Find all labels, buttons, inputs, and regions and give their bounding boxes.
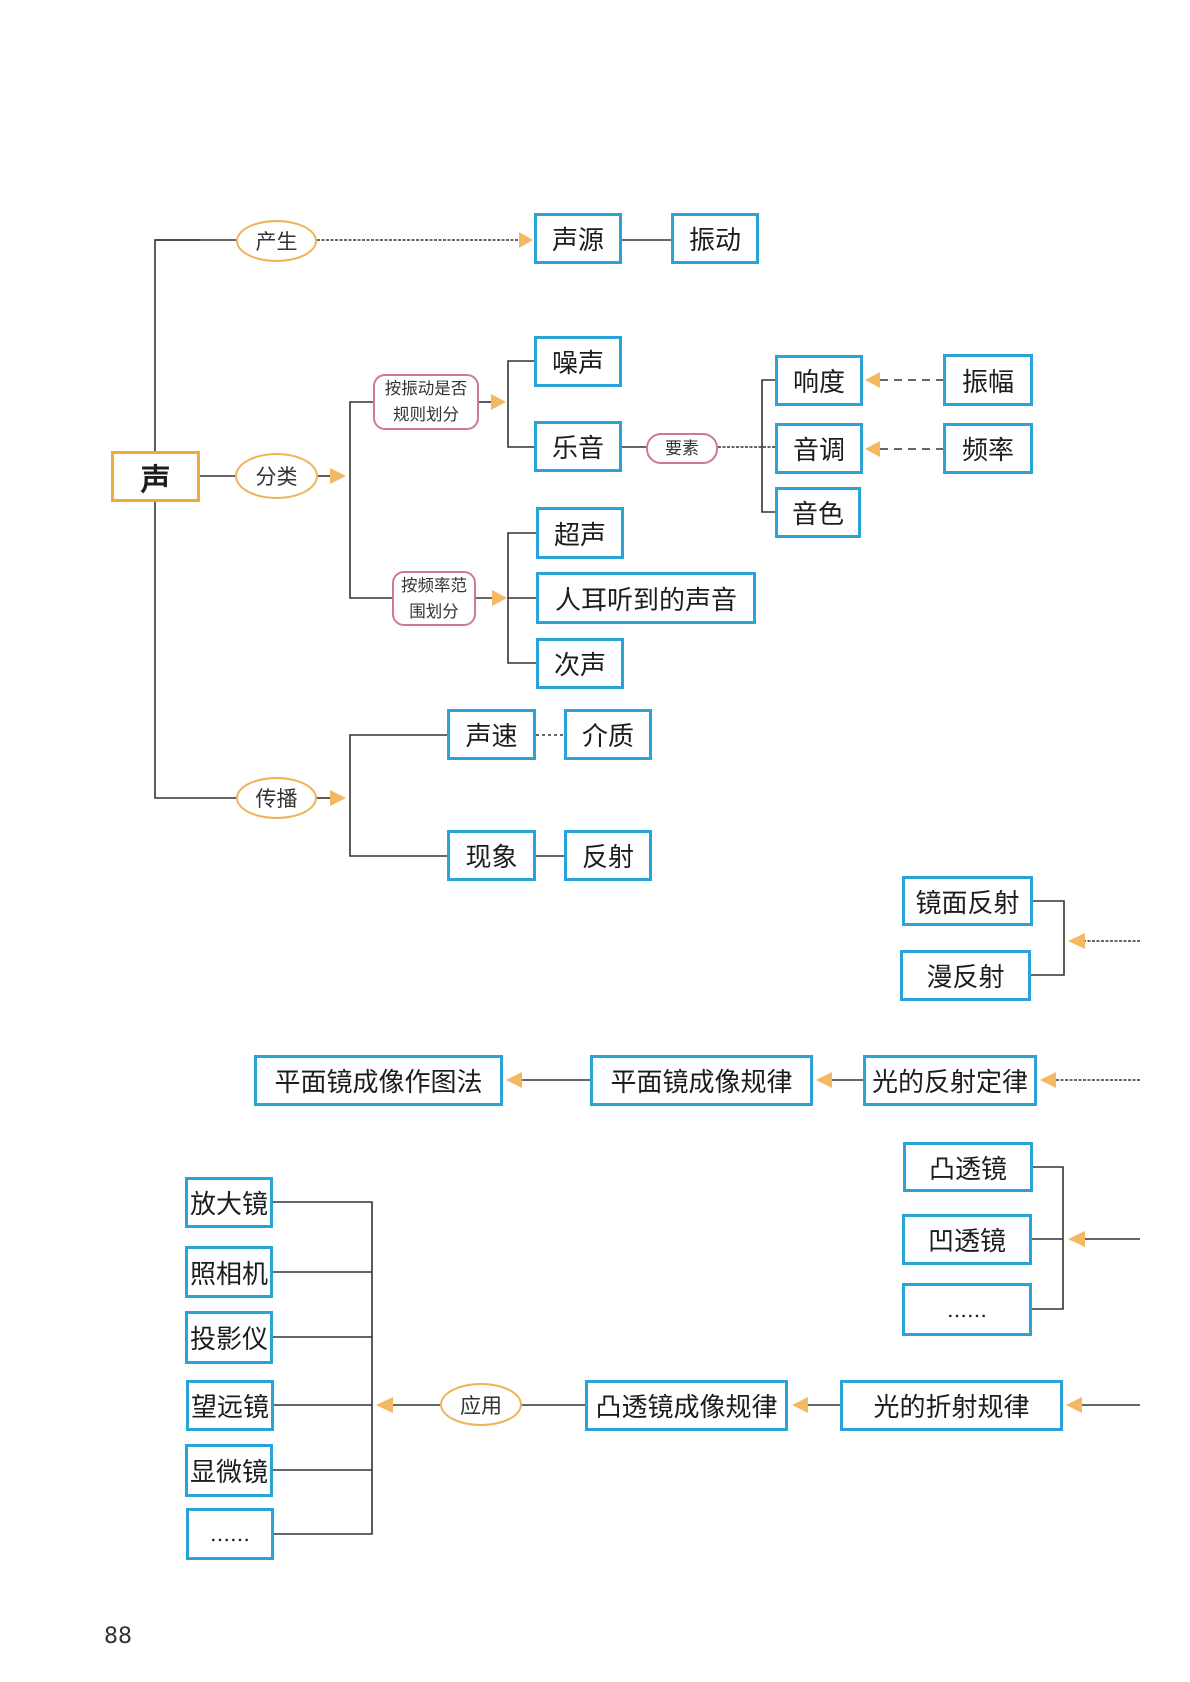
sound-speed-box: 声速 bbox=[447, 709, 536, 760]
arrow-to-rule bbox=[816, 1072, 832, 1088]
by-frequency-line2: 围划分 bbox=[409, 601, 459, 621]
plane-mirror-drawing-box: 平面镜成像作图法 bbox=[254, 1055, 503, 1106]
by-frequency-node: 按频率范 围划分 bbox=[392, 571, 476, 626]
arrow-to-loudness bbox=[865, 372, 880, 388]
by-regularity-line2: 规则划分 bbox=[393, 405, 459, 424]
refraction-law-box: 光的折射规律 bbox=[840, 1380, 1063, 1431]
arrow-lenses bbox=[1068, 1231, 1085, 1247]
timbre-box: 音色 bbox=[775, 487, 861, 538]
phenomenon-box: 现象 bbox=[447, 830, 536, 881]
by-regularity-line1: 按振动是否 bbox=[384, 379, 468, 398]
propagate-node: 传播 bbox=[236, 777, 317, 819]
diffuse-reflection-box: 漫反射 bbox=[900, 950, 1031, 1001]
ultrasound-box: 超声 bbox=[536, 507, 624, 559]
frequency-bracket bbox=[507, 532, 536, 664]
projector-box: 投影仪 bbox=[185, 1311, 273, 1364]
pitch-box: 音调 bbox=[775, 423, 863, 474]
amplitude-box: 振幅 bbox=[943, 354, 1033, 406]
arrow-to-pitch bbox=[865, 441, 880, 457]
vibration-box: 振动 bbox=[671, 213, 759, 264]
arrow-frequency bbox=[492, 590, 507, 606]
convex-lens-rule-box: 凸透镜成像规律 bbox=[585, 1380, 788, 1431]
magnifier-box: 放大镜 bbox=[185, 1177, 273, 1228]
microscope-box: 显微镜 bbox=[185, 1444, 273, 1497]
reflection-types-bracket bbox=[1031, 900, 1065, 976]
arrow-classify bbox=[330, 468, 346, 484]
lens-bracket bbox=[1032, 1166, 1064, 1310]
loudness-box: 响度 bbox=[775, 355, 863, 406]
arrow-to-refraction bbox=[1066, 1397, 1082, 1413]
classify-node: 分类 bbox=[235, 453, 318, 499]
application-node: 应用 bbox=[440, 1383, 522, 1426]
more-applications-box: …… bbox=[186, 1508, 274, 1560]
by-frequency-line1: 按频率范 bbox=[401, 575, 467, 595]
frequency-box: 频率 bbox=[943, 423, 1033, 474]
page-number: 88 bbox=[104, 1624, 132, 1649]
arrow-to-convex bbox=[792, 1397, 808, 1413]
root-node-sound: 声 bbox=[111, 451, 200, 502]
plane-mirror-rule-box: 平面镜成像规律 bbox=[590, 1055, 813, 1106]
classify-bracket bbox=[349, 401, 392, 599]
infrasound-box: 次声 bbox=[536, 638, 624, 689]
camera-box: 照相机 bbox=[185, 1246, 273, 1298]
produce-node: 产生 bbox=[236, 220, 317, 262]
arrow-applications bbox=[376, 1397, 393, 1413]
applications-bracket bbox=[273, 1201, 373, 1535]
elements-bracket bbox=[761, 379, 775, 513]
arrow-to-law bbox=[1040, 1072, 1056, 1088]
more-lenses-box: …… bbox=[902, 1283, 1032, 1336]
sound-source-box: 声源 bbox=[534, 213, 622, 264]
noise-box: 噪声 bbox=[534, 336, 622, 387]
arrowheads bbox=[330, 232, 1085, 1413]
concave-lens-box: 凹透镜 bbox=[902, 1214, 1032, 1265]
audible-sound-box: 人耳听到的声音 bbox=[536, 572, 756, 624]
arrow-regularity bbox=[491, 394, 506, 410]
arrow-to-source bbox=[519, 232, 533, 248]
regularity-bracket bbox=[507, 360, 534, 448]
music-box: 乐音 bbox=[534, 421, 622, 472]
arrow-to-drawing bbox=[506, 1072, 522, 1088]
telescope-box: 望远镜 bbox=[186, 1380, 274, 1431]
reflection-law-box: 光的反射定律 bbox=[863, 1055, 1037, 1106]
elements-node: 要素 bbox=[646, 433, 718, 464]
arrow-propagate bbox=[330, 790, 346, 806]
arrow-reflection-types bbox=[1068, 933, 1085, 949]
propagate-bracket bbox=[349, 734, 447, 857]
medium-box: 介质 bbox=[564, 709, 652, 760]
trunk-line bbox=[154, 239, 236, 799]
by-regularity-node: 按振动是否 规则划分 bbox=[373, 374, 479, 430]
specular-reflection-box: 镜面反射 bbox=[902, 876, 1033, 926]
convex-lens-box: 凸透镜 bbox=[903, 1142, 1033, 1192]
reflection-box: 反射 bbox=[564, 830, 652, 881]
